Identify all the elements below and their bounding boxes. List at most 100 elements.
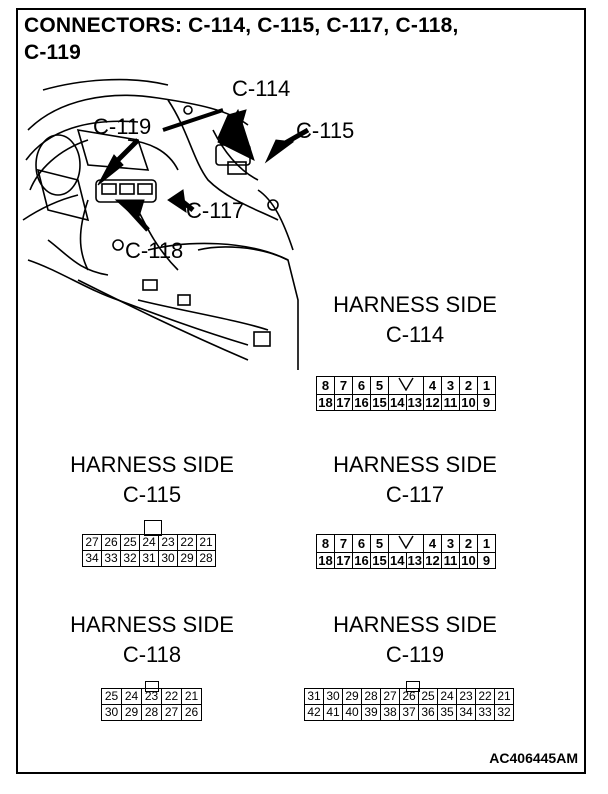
pin-8: 8	[316, 376, 335, 395]
dashboard-illustration	[22, 78, 310, 370]
pin-21: 21	[181, 688, 202, 705]
connector-c114: 8 7 6 5 4 3 2 1 18 17 16 15 14 13 12 11 …	[316, 376, 496, 411]
connector-c117: 8 7 6 5 4 3 2 1 18 17 16 15 14 13 12 11 …	[316, 534, 496, 569]
pin-16: 16	[352, 552, 371, 569]
pin-36: 36	[418, 704, 438, 721]
connector-c115-top-row: 27 26 25 24 23 22 21	[82, 534, 216, 551]
pin-13: 13	[405, 394, 424, 411]
pin-39: 39	[361, 704, 381, 721]
pin-30: 30	[158, 550, 178, 567]
pin-12: 12	[423, 552, 442, 569]
key-notch	[388, 376, 424, 395]
callout-c119: C-119	[93, 114, 152, 139]
pin-17: 17	[334, 552, 353, 569]
pin-28: 28	[141, 704, 162, 721]
pin-32: 32	[120, 550, 140, 567]
pin-29: 29	[342, 688, 362, 705]
pin-5: 5	[370, 534, 389, 553]
pin-26: 26	[399, 688, 419, 705]
pin-34: 34	[456, 704, 476, 721]
pin-13: 13	[405, 552, 424, 569]
connector-id: C-118	[122, 642, 182, 667]
pin-2: 2	[459, 376, 478, 395]
connector-id: C-115	[122, 482, 182, 507]
pin-16: 16	[352, 394, 371, 411]
connector-id: C-114	[385, 322, 445, 347]
pin-28: 28	[196, 550, 216, 567]
figure-id: AC406445AM	[489, 750, 578, 766]
connector-c119: 31 30 29 28 27 26 25 24 23 22 21 42 41 4…	[304, 688, 514, 721]
callout-c117: C-117	[186, 198, 245, 223]
pin-18: 18	[316, 394, 335, 411]
pin-22: 22	[475, 688, 495, 705]
pin-30: 30	[101, 704, 122, 721]
pin-15: 15	[370, 552, 389, 569]
pin-23: 23	[456, 688, 476, 705]
pin-22: 22	[161, 688, 182, 705]
title-line-2: C-119	[24, 41, 82, 64]
pin-4: 4	[423, 534, 442, 553]
pin-26: 26	[101, 534, 121, 551]
pin-21: 21	[196, 534, 216, 551]
pin-40: 40	[342, 704, 362, 721]
pin-3: 3	[441, 534, 460, 553]
key-notch-icon	[398, 377, 414, 392]
connector-c119-bottom-row: 42 41 40 39 38 37 36 35 34 33 32	[304, 704, 514, 721]
harness-side-heading: HARNESS SIDE	[333, 612, 497, 637]
connector-c117-top-row: 8 7 6 5 4 3 2 1	[316, 534, 496, 553]
pin-23: 23	[141, 688, 162, 705]
connector-c115: 27 26 25 24 23 22 21 34 33 32 31 30 29 2…	[82, 534, 216, 567]
pin-33: 33	[475, 704, 495, 721]
title-line-1: CONNECTORS: C-114, C-115, C-117, C-118,	[24, 14, 459, 37]
connector-c114-top-row: 8 7 6 5 4 3 2 1	[316, 376, 496, 395]
pin-29: 29	[121, 704, 142, 721]
pin-22: 22	[177, 534, 197, 551]
pin-14: 14	[388, 394, 407, 411]
harness-side-c114-label: HARNESS SIDE C-114	[295, 290, 535, 350]
pin-27: 27	[82, 534, 102, 551]
harness-side-heading: HARNESS SIDE	[70, 452, 234, 477]
pin-10: 10	[459, 394, 478, 411]
harness-side-heading: HARNESS SIDE	[333, 452, 497, 477]
pin-6: 6	[352, 534, 371, 553]
pin-18: 18	[316, 552, 335, 569]
connector-c117-bottom-row: 18 17 16 15 14 13 12 11 10 9	[316, 552, 496, 569]
harness-side-c115-label: HARNESS SIDE C-115	[32, 450, 272, 510]
connector-c119-top-row: 31 30 29 28 27 26 25 24 23 22 21	[304, 688, 514, 705]
pin-23: 23	[158, 534, 178, 551]
pin-34: 34	[82, 550, 102, 567]
pin-33: 33	[101, 550, 121, 567]
pin-11: 11	[441, 552, 460, 569]
callout-c118: C-118	[125, 238, 184, 263]
pin-3: 3	[441, 376, 460, 395]
pin-31: 31	[139, 550, 159, 567]
pin-28: 28	[361, 688, 381, 705]
pin-32: 32	[494, 704, 514, 721]
pin-38: 38	[380, 704, 400, 721]
harness-side-c118-label: HARNESS SIDE C-118	[32, 610, 272, 670]
pin-1: 1	[477, 534, 496, 553]
pin-41: 41	[323, 704, 343, 721]
pin-7: 7	[334, 534, 353, 553]
pin-9: 9	[477, 552, 496, 569]
pin-7: 7	[334, 376, 353, 395]
pin-35: 35	[437, 704, 457, 721]
connector-id: C-117	[385, 482, 445, 507]
connector-c115-bottom-row: 34 33 32 31 30 29 28	[82, 550, 216, 567]
pin-15: 15	[370, 394, 389, 411]
pin-24: 24	[437, 688, 457, 705]
pin-2: 2	[459, 534, 478, 553]
pin-1: 1	[477, 376, 496, 395]
pin-25: 25	[418, 688, 438, 705]
harness-side-heading: HARNESS SIDE	[70, 612, 234, 637]
pin-24: 24	[139, 534, 159, 551]
pin-8: 8	[316, 534, 335, 553]
pin-10: 10	[459, 552, 478, 569]
pin-17: 17	[334, 394, 353, 411]
pin-11: 11	[441, 394, 460, 411]
pin-6: 6	[352, 376, 371, 395]
pin-37: 37	[399, 704, 419, 721]
pin-24: 24	[121, 688, 142, 705]
connector-c114-bottom-row: 18 17 16 15 14 13 12 11 10 9	[316, 394, 496, 411]
pin-9: 9	[477, 394, 496, 411]
